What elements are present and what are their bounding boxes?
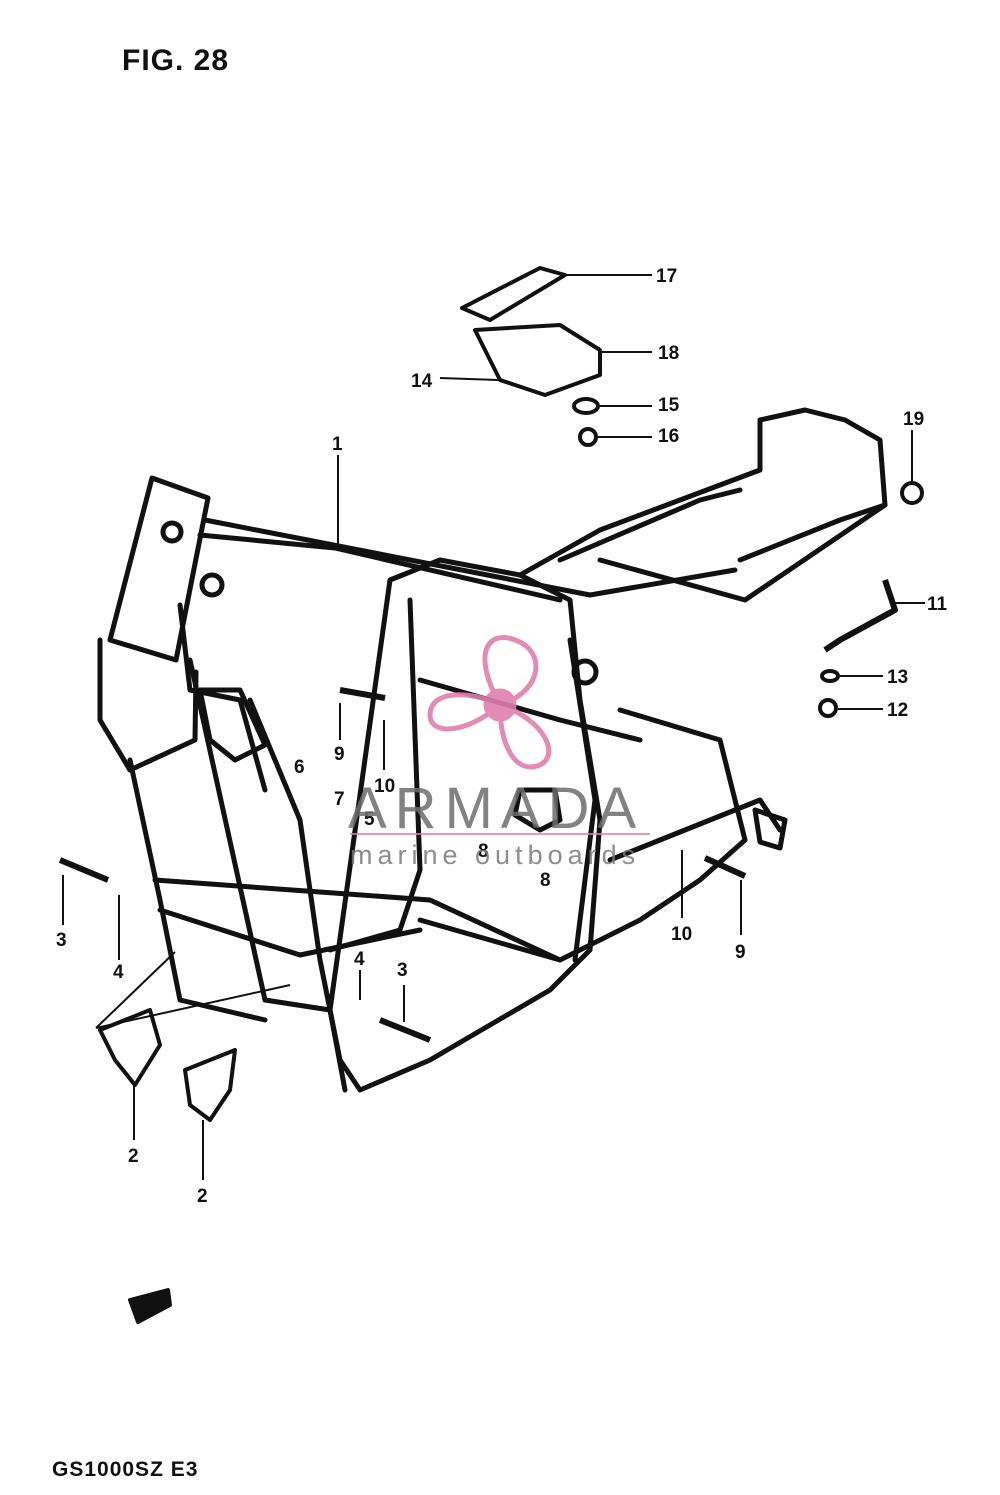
- watermark-brand: ARMADA: [348, 776, 644, 841]
- part-12-nut: [818, 698, 838, 718]
- callout-15: 15: [658, 395, 680, 416]
- callout-5: 5: [364, 809, 375, 830]
- callout-6: 6: [294, 757, 305, 778]
- callout-2-right: 2: [197, 1186, 208, 1207]
- down-tube-right: [127, 757, 268, 1023]
- head-gusset: [97, 637, 199, 773]
- lower-rail-rear: [417, 837, 748, 963]
- main-loop: [247, 557, 603, 1093]
- part-3-bolt-left: [58, 857, 110, 883]
- frame-boss: [571, 658, 599, 686]
- callout-13: 13: [887, 667, 908, 688]
- callout-9-right: 9: [735, 942, 746, 963]
- inner-loop-right: [567, 637, 598, 963]
- callout-10-right: 10: [671, 924, 692, 945]
- figure-title: FIG. 28: [122, 44, 230, 77]
- head-pipe: [107, 475, 211, 663]
- callout-14: 14: [411, 371, 433, 392]
- seat-rail-inner: [557, 487, 743, 563]
- callout-12: 12: [887, 700, 908, 721]
- callout-19: 19: [903, 409, 924, 430]
- callout-11: 11: [927, 594, 948, 615]
- part-18-cover: [473, 323, 602, 397]
- front-gusset-left: [177, 602, 268, 793]
- callout-4-left: 4: [113, 962, 124, 983]
- part-19-grommet: [900, 481, 924, 505]
- callout-8-center: 8: [478, 841, 489, 862]
- watermark-tagline: marine outboards: [350, 840, 640, 870]
- engine-mount-bracket: [197, 687, 268, 763]
- model-code: GS1000SZ E3: [52, 1458, 199, 1481]
- part-16-nut: [578, 427, 598, 447]
- frame-boss: [160, 520, 184, 544]
- center-bracket: [512, 787, 563, 833]
- part-9-bolt-top: [339, 687, 386, 701]
- front-arrow: [128, 1288, 172, 1324]
- callout-18: 18: [658, 343, 679, 364]
- top-tube-right: [197, 532, 563, 603]
- seat-rail: [517, 407, 888, 578]
- callout-labels: 1 2 2 3 3 4 4 5 6 7 8 8 9 9 10 10 11 12 …: [56, 266, 948, 1207]
- part-3-bolt-center: [378, 1017, 432, 1043]
- propeller-logo: [427, 635, 552, 770]
- lower-rail-front: [152, 877, 563, 963]
- callout-16: 16: [658, 426, 679, 447]
- part-15-washer: [572, 397, 600, 415]
- loose-parts: [58, 266, 924, 1324]
- part-9-bolt-right: [703, 855, 747, 879]
- part-2-plate-right: [183, 1048, 237, 1122]
- part-11-pipe: [823, 579, 898, 653]
- watermark: ARMADA marine outboards: [348, 635, 650, 870]
- top-tube-left: [202, 517, 738, 598]
- rear-crossrail: [597, 502, 888, 603]
- callout-4-center: 4: [354, 949, 365, 970]
- lower-crossmember: [157, 907, 423, 958]
- leader-lines: [62, 274, 925, 1180]
- callout-1: 1: [332, 434, 343, 455]
- callout-3-left: 3: [56, 930, 67, 951]
- frame-linework: [97, 407, 888, 1093]
- part-2-plate-left: [98, 1008, 162, 1087]
- down-tube-left: [187, 657, 348, 1093]
- callout-8-right: 8: [540, 870, 551, 891]
- callout-7: 7: [334, 789, 345, 810]
- part-13-washer: [820, 669, 840, 683]
- rear-bracket: [752, 807, 788, 851]
- callout-2-left: 2: [128, 1146, 139, 1167]
- part-17-strap: [460, 266, 567, 322]
- callout-10-top: 10: [374, 776, 395, 797]
- callout-3-center: 3: [397, 960, 408, 981]
- callout-17: 17: [656, 266, 677, 287]
- rear-mount-rail: [607, 797, 783, 863]
- rear-side-rail: [617, 707, 748, 843]
- callout-9-top: 9: [334, 744, 345, 765]
- frame-boss: [199, 572, 225, 598]
